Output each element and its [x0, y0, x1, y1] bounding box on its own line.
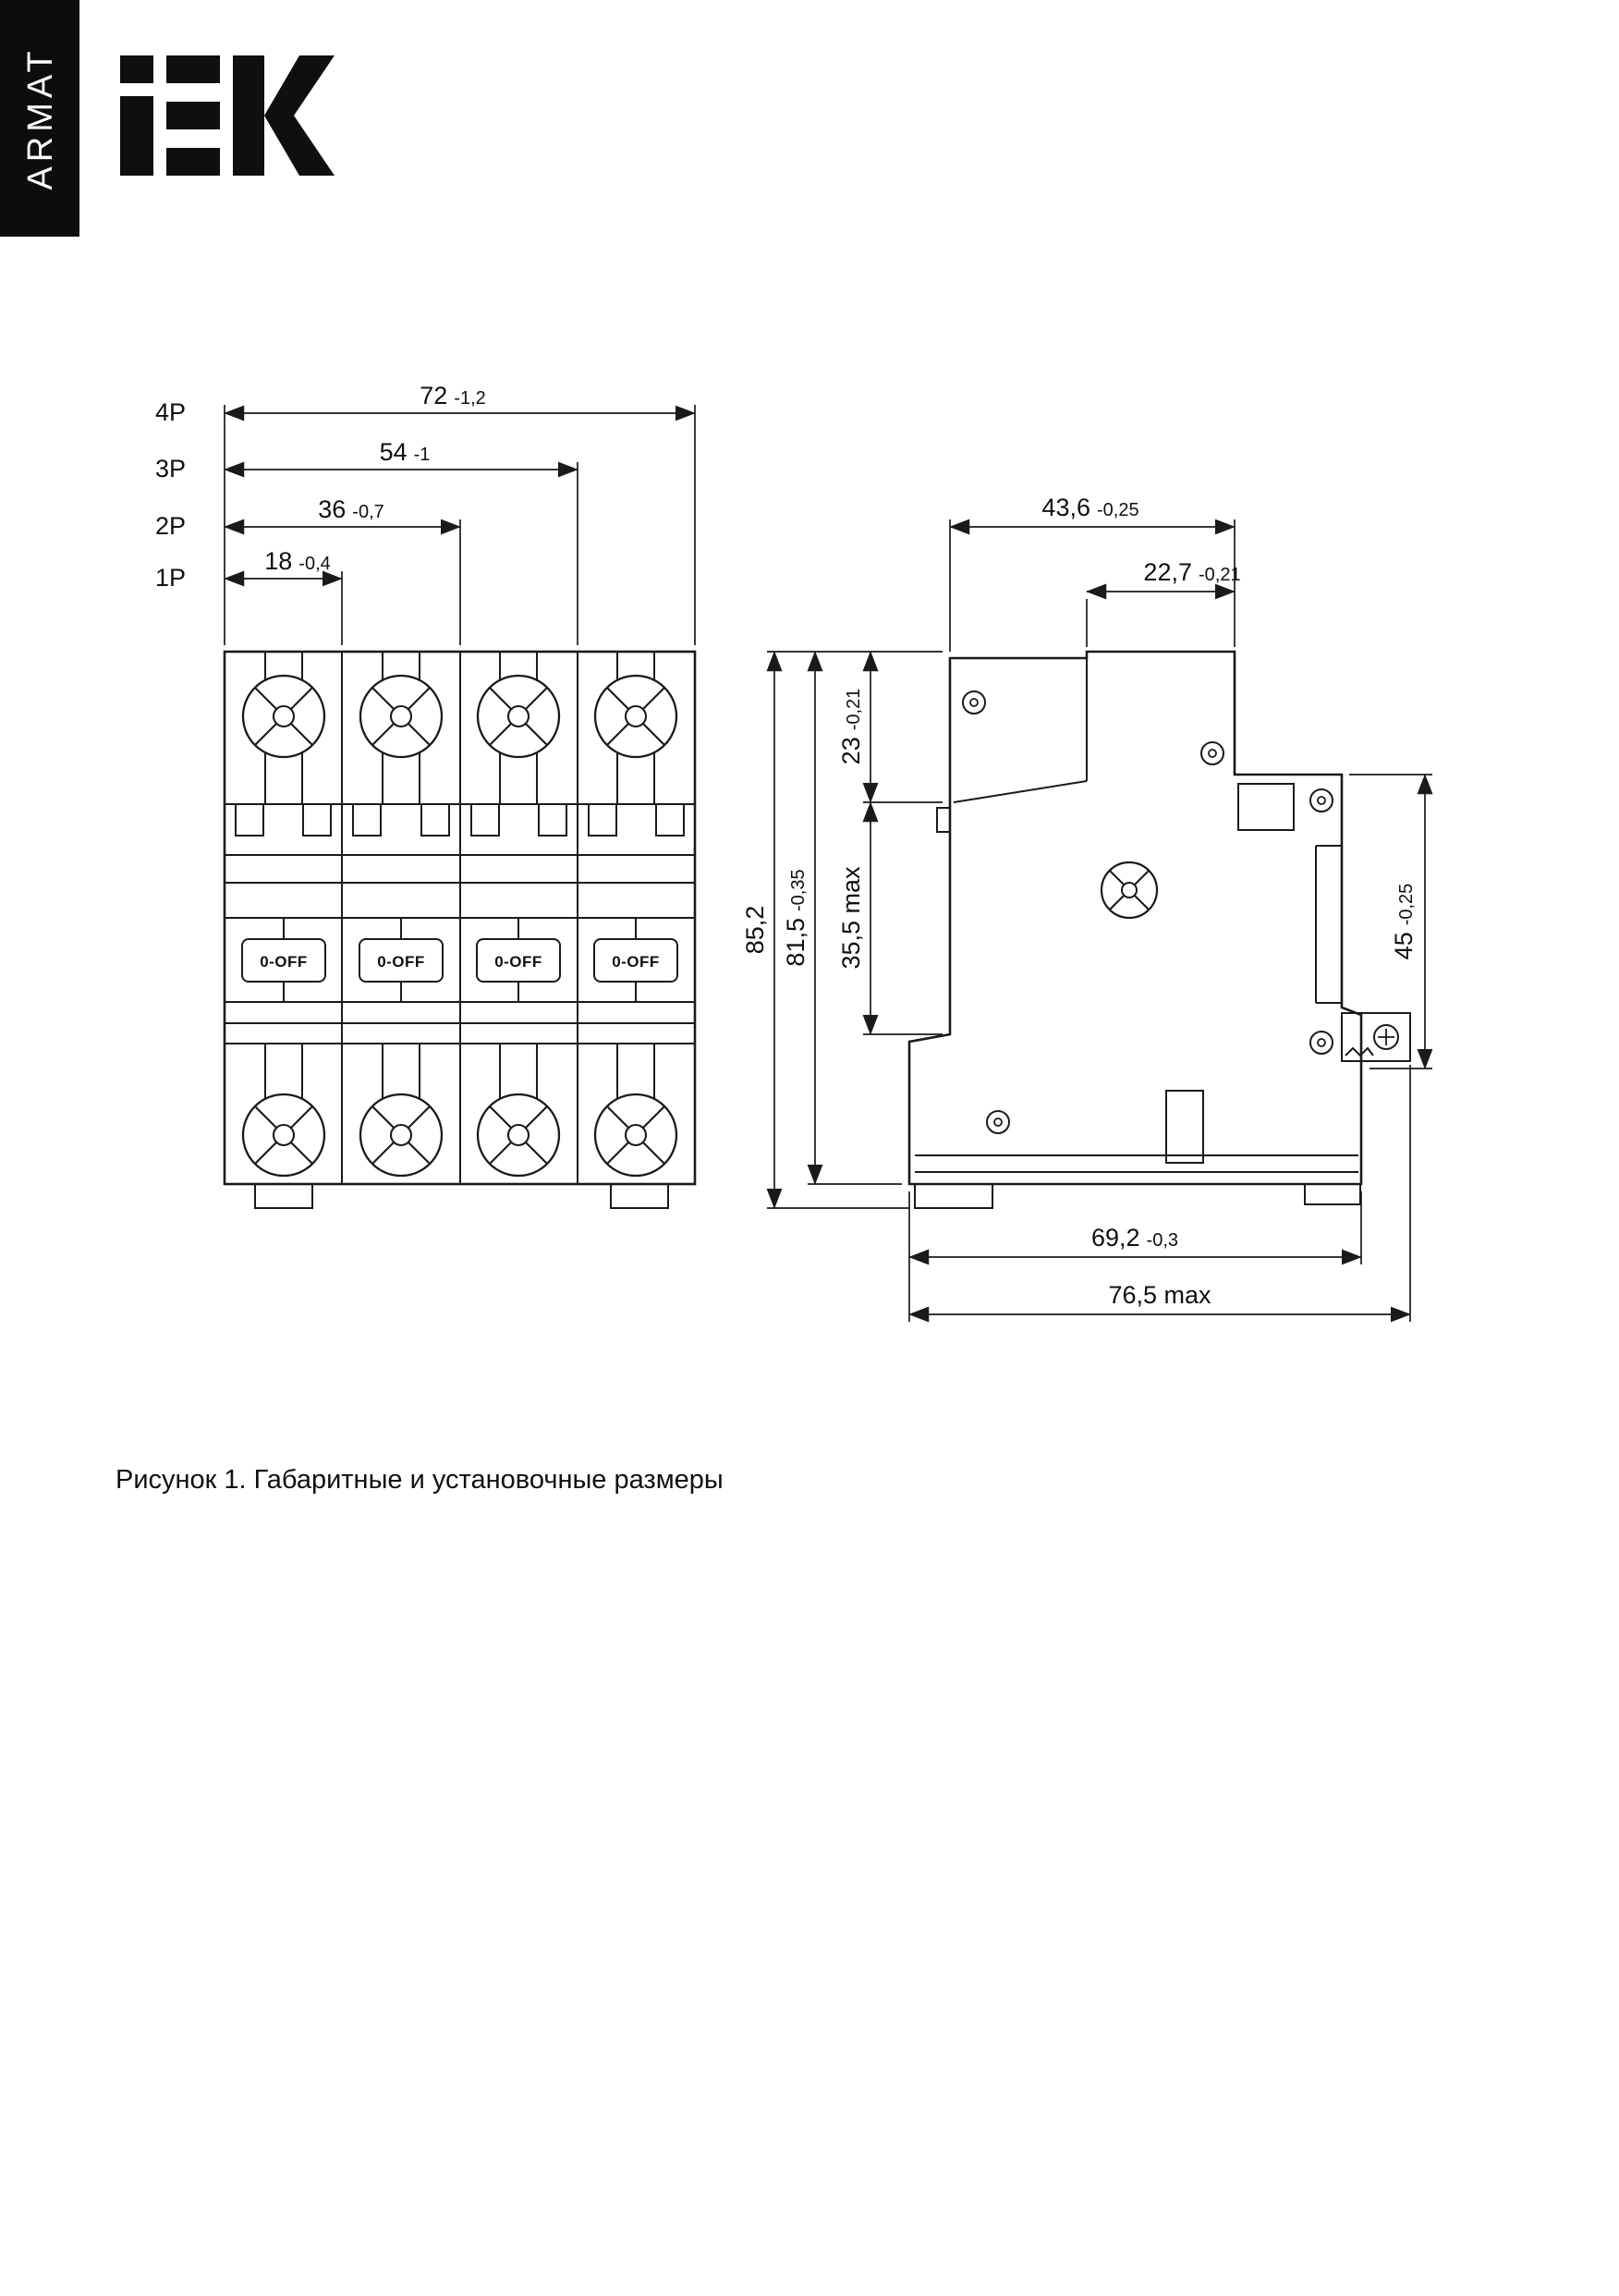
dim-height-din: 45-0,25: [1390, 884, 1418, 960]
logo-k-arm: [264, 116, 335, 176]
rivet-icon: [1309, 1031, 1333, 1055]
terminal-screw-icon: [593, 1093, 678, 1178]
pole-module: 0-OFF: [588, 652, 685, 1178]
logo-i-stem: [120, 96, 153, 176]
clip-spring: [1345, 1046, 1374, 1057]
pole-module: 0-OFF: [352, 652, 450, 1178]
din-foot: [1304, 1183, 1361, 1205]
toggle-off-label: 0-OFF: [612, 953, 660, 971]
logo-e-bar: [166, 55, 220, 83]
side-view: [907, 650, 1411, 1209]
logo-e-bar: [166, 148, 220, 176]
dim-width-2p: 36-0,7: [318, 495, 384, 523]
toggle-off-label: 0-OFF: [260, 953, 308, 971]
logo-i-dot: [120, 55, 153, 83]
rivet-icon: [986, 1110, 1010, 1134]
terminal-screw-icon: [476, 674, 561, 759]
front-latch: [936, 807, 951, 833]
case-screw-icon: [1100, 861, 1159, 920]
side-view-dimensions: 43,6-0,25 22,7-0,21 85,2 81,5-0,35 23-0,…: [741, 494, 1433, 1323]
clip-screw-icon: [1373, 1024, 1399, 1050]
figure-caption: Рисунок 1. Габаритные и установочные раз…: [116, 1465, 724, 1495]
terminal-screw-icon: [593, 674, 678, 759]
terminal-screw-icon: [476, 1093, 561, 1178]
pole-module: 0-OFF: [470, 652, 567, 1178]
logo-k-stem: [233, 55, 264, 176]
toggle-off-label: 0-OFF: [377, 953, 425, 971]
dim-depth-bottom-max: 76,5 max: [1108, 1281, 1211, 1309]
brand-sidebar: ARMAT: [0, 0, 79, 237]
rivet-icon: [962, 690, 986, 714]
dim-height-terminal: 23-0,21: [837, 689, 865, 765]
din-clip: [1341, 1012, 1411, 1062]
brand-vertical-label: ARMAT: [21, 46, 60, 189]
dim-width-4p: 72-1,2: [420, 382, 486, 409]
terminal-opening: [1237, 783, 1295, 831]
din-foot: [914, 1183, 993, 1209]
side-outline: [907, 650, 1363, 1186]
din-foot: [254, 1183, 313, 1209]
logo-k-arm: [264, 55, 335, 116]
rivet-icon: [1200, 741, 1224, 765]
pole-label-1p: 1P: [155, 564, 186, 592]
terminal-screw-icon: [241, 674, 326, 759]
dim-depth-upper: 22,7-0,21: [1143, 558, 1240, 586]
pole-label-2p: 2P: [155, 512, 186, 540]
pole-label-3p: 3P: [155, 455, 186, 482]
terminal-screw-icon: [359, 1093, 444, 1178]
iek-logo: [120, 55, 335, 176]
rivet-icon: [1309, 788, 1333, 812]
dim-width-3p: 54-1: [380, 438, 431, 466]
side-detail: [1165, 1090, 1204, 1164]
terminal-screw-icon: [241, 1093, 326, 1178]
din-foot: [610, 1183, 669, 1209]
logo-e-bar: [166, 102, 220, 129]
dim-height-overall: 85,2: [741, 906, 769, 955]
dim-depth-top: 43,6-0,25: [1041, 494, 1138, 521]
brand-sidebar-bg: [0, 0, 79, 237]
front-view-dimensions: 4P 3P 2P 1P 72-1,2 54-1 36-0,7 18-0,4: [155, 382, 696, 645]
terminal-screw-icon: [359, 674, 444, 759]
pole-module: 0-OFF: [235, 652, 332, 1178]
dim-height-lever: 35,5 max: [837, 866, 865, 970]
dim-width-1p: 18-0,4: [264, 547, 331, 575]
toggle-off-label: 0-OFF: [494, 953, 542, 971]
dim-depth-bottom: 69,2-0,3: [1091, 1224, 1178, 1252]
dim-height-body: 81,5-0,35: [782, 869, 810, 966]
pole-label-4p: 4P: [155, 398, 186, 426]
front-view: 0-OFF 0-OFF 0-OFF: [223, 650, 697, 1209]
